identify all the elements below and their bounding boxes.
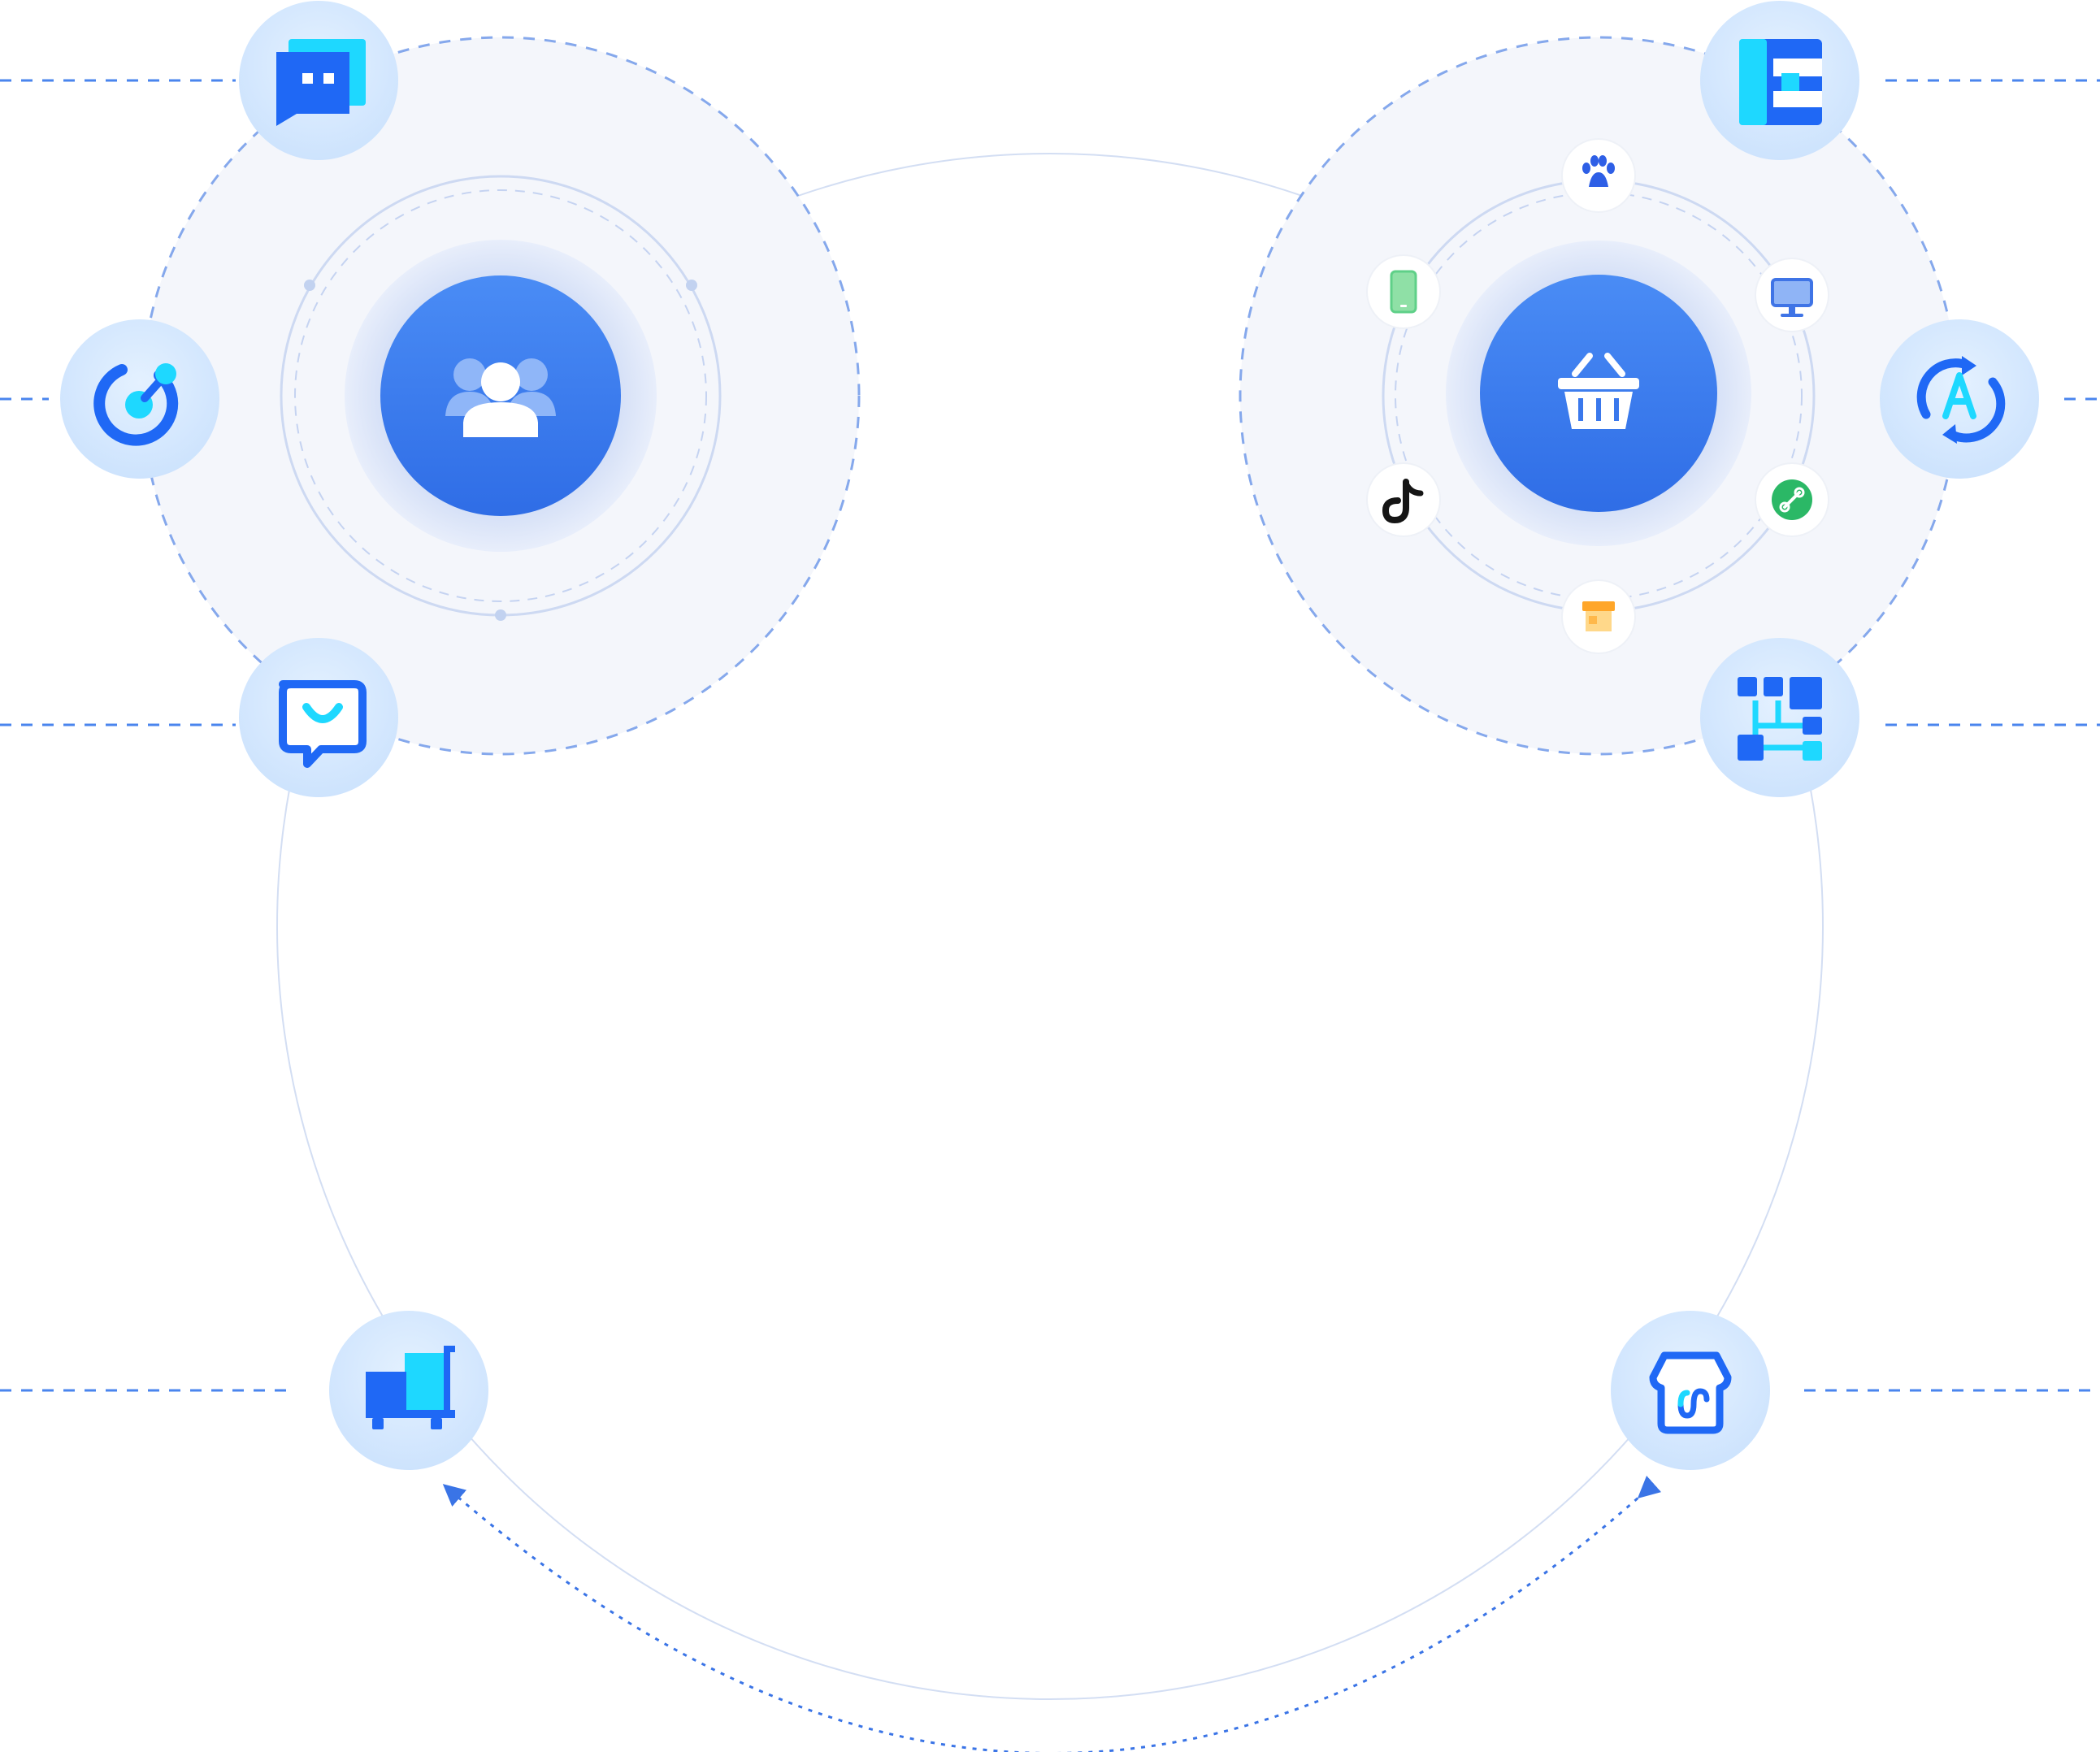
satellite-service[interactable] xyxy=(239,638,398,797)
satellite-chat[interactable] xyxy=(239,1,398,160)
left-hub-group xyxy=(142,37,859,754)
satellite-apps[interactable] xyxy=(1700,1,1859,160)
mini-shop-icon xyxy=(1653,1355,1728,1430)
channel-desktop[interactable] xyxy=(1755,258,1829,332)
grid-e-icon xyxy=(1739,39,1822,125)
channel-mini-program[interactable] xyxy=(1755,463,1829,536)
smile-message-icon xyxy=(283,684,362,764)
orbit-dot xyxy=(304,280,315,291)
satellite-analytics[interactable] xyxy=(60,319,219,479)
right-hub-group xyxy=(1240,37,1957,754)
orbit-dot xyxy=(686,280,697,291)
satellite-cart[interactable] xyxy=(329,1311,488,1470)
channel-douyin[interactable] xyxy=(1367,463,1440,536)
satellite-structure[interactable] xyxy=(1700,638,1859,797)
storefront-icon xyxy=(1582,601,1615,631)
smartphone-icon xyxy=(1391,271,1416,312)
orbit-dot xyxy=(495,609,506,621)
channel-mobile[interactable] xyxy=(1367,255,1440,328)
channel-store[interactable] xyxy=(1562,580,1635,653)
channel-baidu[interactable] xyxy=(1562,139,1635,212)
satellite-mini-shop[interactable] xyxy=(1611,1311,1770,1470)
satellite-auto[interactable] xyxy=(1880,319,2039,479)
cycle-arrow xyxy=(451,1491,1646,1752)
